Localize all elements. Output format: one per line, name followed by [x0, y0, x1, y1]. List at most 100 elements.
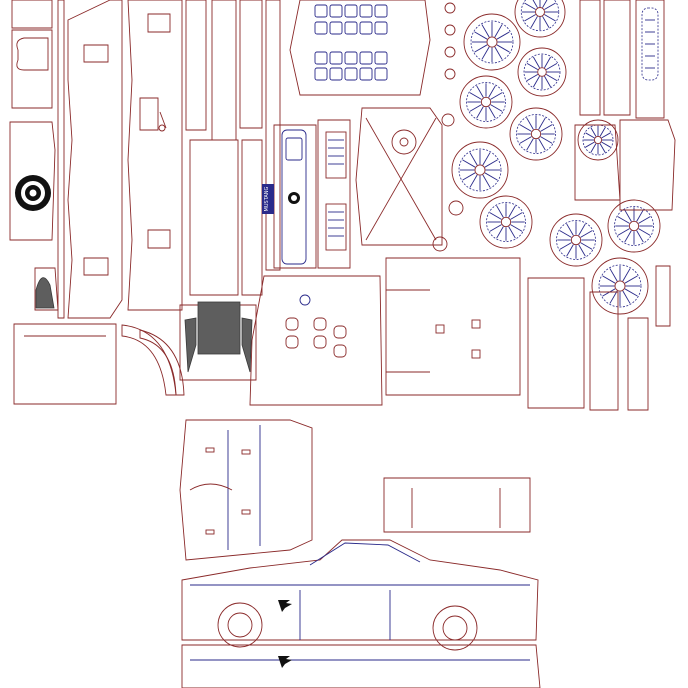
- wheel-spoke: [624, 230, 632, 243]
- wheel-spoke: [599, 127, 606, 137]
- wheel-spoke: [532, 75, 540, 88]
- wheel-spoke: [481, 24, 490, 38]
- wheel-spoke: [624, 209, 632, 222]
- wheel-spoke: [496, 31, 510, 40]
- wheel-hub: [614, 280, 626, 292]
- wheel-spoke: [578, 223, 586, 236]
- wheel-spoke: [545, 74, 558, 82]
- wheel-hub: [537, 67, 547, 77]
- wheel-rim-inner: [486, 202, 526, 242]
- wheel-spoke: [490, 92, 503, 100]
- wheel-spoke: [488, 85, 496, 98]
- wheel-spoke: [566, 244, 574, 257]
- wheel-spoke: [462, 159, 476, 168]
- wheel-spoke: [476, 106, 484, 119]
- front-cross-panel: [355, 107, 443, 246]
- wheel-spoke: [617, 228, 630, 236]
- wheel-spoke: [532, 56, 540, 69]
- dashboard-panel: [273, 124, 317, 269]
- wheel-rim-inner: [466, 82, 506, 122]
- wheel-rim-inner: [598, 264, 642, 308]
- wheel-spoke: [494, 46, 503, 60]
- wheel-spoke: [545, 62, 558, 70]
- wheel-spoke: [590, 143, 597, 153]
- wheel-spoke: [544, 56, 552, 69]
- wheel-rim-outer: [509, 107, 563, 161]
- wheel-hub: [480, 96, 492, 108]
- seat-back-block: [179, 301, 257, 381]
- wheel-hub: [628, 220, 640, 232]
- wheel-spoke: [538, 117, 546, 130]
- mustang-badge: MUSTANG: [262, 184, 274, 214]
- wheel-spoke: [508, 205, 516, 218]
- wheel-rim-inner: [520, 0, 560, 32]
- interior-floor-panel: [249, 275, 383, 406]
- wheel-rim-outer: [459, 75, 513, 129]
- wheel-spoke: [585, 141, 595, 148]
- wheel-spoke: [488, 106, 496, 119]
- wheel-spoke: [519, 124, 532, 132]
- wheel-spoke: [540, 136, 553, 144]
- wheel-spoke: [474, 31, 488, 40]
- wheel-spoke: [484, 172, 498, 181]
- wheel-hub: [474, 164, 486, 176]
- wheel-spoke: [532, 0, 538, 8]
- wheel-spoke: [489, 212, 502, 220]
- wheel-rim-outer: [517, 47, 567, 97]
- wheel-spoke: [622, 290, 631, 304]
- side-frame-strips: [57, 0, 183, 319]
- wheel-spoke: [542, 0, 548, 8]
- wheel-spoke: [484, 159, 498, 168]
- wheel-spoke: [469, 152, 478, 166]
- wheel-spoke: [490, 104, 503, 112]
- wheel-spoke: [590, 127, 597, 137]
- wheel-spoke: [580, 242, 593, 250]
- wheel-spoke: [638, 228, 651, 236]
- top-grid-part: [289, 0, 431, 96]
- wheel-rim-outer: [607, 199, 661, 253]
- wheel-spoke: [481, 46, 490, 60]
- wheel-spoke: [526, 74, 539, 82]
- wheel-spoke: [519, 136, 532, 144]
- grille-panels: [317, 119, 351, 269]
- wheel-spoke: [559, 242, 572, 250]
- mustang-badge-text: MUSTANG: [264, 186, 270, 211]
- wheel-spoke: [578, 244, 586, 257]
- wheel-spoke: [636, 209, 644, 222]
- wheel-spoke: [524, 2, 536, 10]
- wheel-spoke: [559, 230, 572, 238]
- wheel-spoke: [469, 104, 482, 112]
- wheel-rim-outer: [591, 257, 649, 315]
- wheel-spoke: [526, 117, 534, 130]
- wheel-spoke: [585, 132, 595, 139]
- box-panels: [385, 257, 671, 411]
- wheel-spoke: [601, 141, 611, 148]
- wheel-spoke: [462, 172, 476, 181]
- wheel-spoke: [566, 223, 574, 236]
- wheel-spoke: [636, 230, 644, 243]
- wheel-spoke: [638, 216, 651, 224]
- wheel-rim-outer: [479, 195, 533, 249]
- wheel-spoke: [580, 230, 593, 238]
- trunk-box-panel: [383, 477, 531, 533]
- wheel-spoke: [544, 2, 556, 10]
- wheel-hub: [530, 128, 542, 140]
- wheel-spoke: [609, 268, 618, 282]
- hood-panel: [179, 419, 313, 561]
- wheel-spoke: [617, 216, 630, 224]
- wheel-spoke: [540, 124, 553, 132]
- wheel-spoke: [526, 62, 539, 70]
- lower-left-panels: [13, 323, 185, 405]
- wheel-rim-inner: [614, 206, 654, 246]
- wheel-rim-inner: [458, 148, 502, 192]
- wheel-spoke: [508, 226, 516, 239]
- spoked-wheel-rim-icon: [451, 0, 661, 315]
- wheel-hub: [535, 7, 545, 17]
- wheel-spoke: [544, 75, 552, 88]
- speaker-cone-icon: [15, 175, 51, 211]
- wheel-rim-outer: [463, 13, 521, 71]
- wheel-spoke: [489, 224, 502, 232]
- wheel-spoke: [544, 14, 556, 22]
